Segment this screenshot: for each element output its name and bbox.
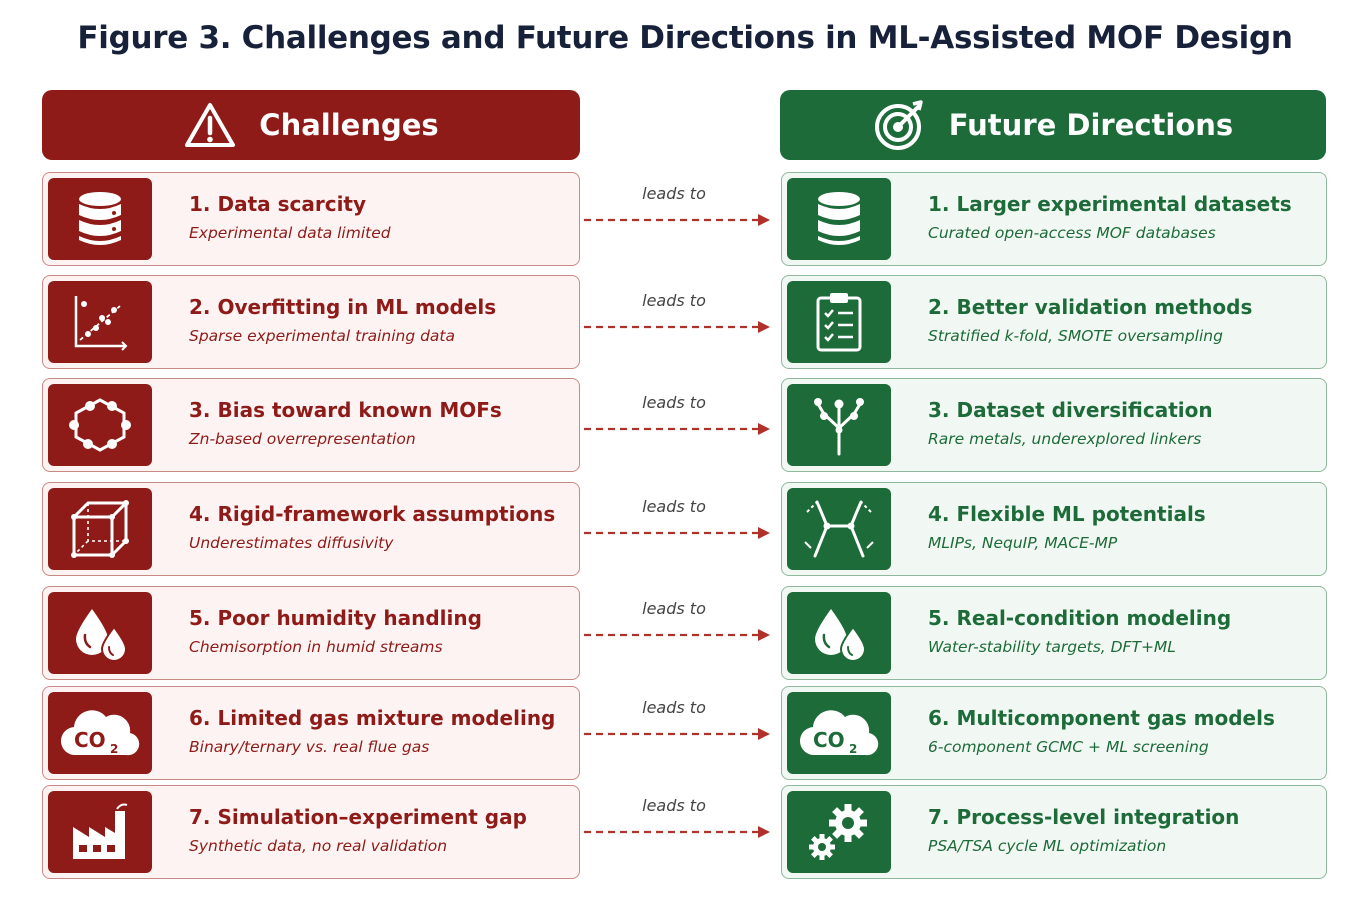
leads-to-label: leads to <box>642 497 706 516</box>
dashed-arrow-icon <box>584 527 770 539</box>
challenge-title: 5. Poor humidity handling <box>189 606 482 630</box>
future-subtitle: PSA/TSA cycle ML optimization <box>928 837 1167 855</box>
water-drops-icon <box>787 592 891 674</box>
future-title: 1. Larger experimental datasets <box>928 192 1292 216</box>
warning-triangle-icon <box>183 98 237 152</box>
future-card-dataset-diversification: 3. Dataset diversification Rare metals, … <box>781 378 1327 472</box>
leads-to-label: leads to <box>642 599 706 618</box>
water-drops-icon <box>48 592 152 674</box>
challenge-subtitle: Binary/ternary vs. real flue gas <box>189 738 430 756</box>
co2-text: CO <box>813 728 845 752</box>
leads-to-connector: leads to <box>582 393 778 453</box>
leads-to-connector: leads to <box>582 497 778 557</box>
scatter-plot-icon <box>48 281 152 363</box>
branching-tree-icon <box>787 384 891 466</box>
challenge-card-overfitting: 2. Overfitting in ML models Sparse exper… <box>42 275 580 369</box>
dashed-arrow-icon <box>584 826 770 838</box>
future-card-process-integration: 7. Process-level integration PSA/TSA cyc… <box>781 785 1327 879</box>
challenges-header: Challenges <box>42 90 580 160</box>
challenge-card-rigid-framework: 4. Rigid-framework assumptions Underesti… <box>42 482 580 576</box>
challenge-subtitle: Sparse experimental training data <box>189 327 456 345</box>
challenge-title: 2. Overfitting in ML models <box>189 295 497 319</box>
database-icon <box>787 178 891 260</box>
co2-cloud-icon: CO 2 <box>787 692 891 774</box>
challenge-title: 4. Rigid-framework assumptions <box>189 502 556 526</box>
challenges-header-label: Challenges <box>259 108 439 142</box>
future-title: 5. Real-condition modeling <box>928 606 1232 630</box>
future-card-flexible-potentials: 4. Flexible ML potentials MLIPs, NequIP,… <box>781 482 1327 576</box>
future-subtitle: Curated open-access MOF databases <box>928 224 1216 242</box>
leads-to-label: leads to <box>642 393 706 412</box>
leads-to-connector: leads to <box>582 698 778 758</box>
dashed-arrow-icon <box>584 321 770 333</box>
leads-to-label: leads to <box>642 796 706 815</box>
database-icon <box>48 178 152 260</box>
future-subtitle: 6-component GCMC + ML screening <box>928 738 1209 756</box>
future-title: 2. Better validation methods <box>928 295 1253 319</box>
future-title: 6. Multicomponent gas models <box>928 706 1275 730</box>
challenge-title: 1. Data scarcity <box>189 192 367 216</box>
target-icon <box>873 98 927 152</box>
future-subtitle: Rare metals, underexplored linkers <box>928 430 1202 448</box>
molecule-ring-icon <box>48 384 152 466</box>
challenge-title: 3. Bias toward known MOFs <box>189 398 502 422</box>
challenge-card-humidity: 5. Poor humidity handling Chemisorption … <box>42 586 580 680</box>
co2-subscript: 2 <box>849 742 857 756</box>
leads-to-connector: leads to <box>582 291 778 351</box>
flexible-framework-icon <box>787 488 891 570</box>
future-directions-header-label: Future Directions <box>948 108 1234 142</box>
challenge-title: 7. Simulation–experiment gap <box>189 805 527 829</box>
future-card-multicomponent-gas: CO 2 6. Multicomponent gas models 6-comp… <box>781 686 1327 780</box>
challenge-card-data-scarcity: 1. Data scarcity Experimental data limit… <box>42 172 580 266</box>
future-subtitle: Water-stability targets, DFT+ML <box>928 638 1176 656</box>
challenge-subtitle: Underestimates diffusivity <box>189 534 394 552</box>
clipboard-checklist-icon <box>787 281 891 363</box>
figure-title: Figure 3. Challenges and Future Directio… <box>77 20 1293 56</box>
challenge-title: 6. Limited gas mixture modeling <box>189 706 556 730</box>
challenge-card-simulation-gap: 7. Simulation–experiment gap Synthetic d… <box>42 785 580 879</box>
co2-text: CO <box>74 728 106 752</box>
cube-icon <box>48 488 152 570</box>
dashed-arrow-icon <box>584 423 770 435</box>
future-subtitle: MLIPs, NequIP, MACE-MP <box>928 534 1118 552</box>
dashed-arrow-icon <box>584 629 770 641</box>
future-title: 4. Flexible ML potentials <box>928 502 1206 526</box>
challenge-card-gas-mixture: CO 2 6. Limited gas mixture modeling Bin… <box>42 686 580 780</box>
leads-to-label: leads to <box>642 184 706 203</box>
future-title: 3. Dataset diversification <box>928 398 1213 422</box>
dashed-arrow-icon <box>584 214 770 226</box>
leads-to-connector: leads to <box>582 796 778 856</box>
leads-to-connector: leads to <box>582 599 778 659</box>
leads-to-label: leads to <box>642 698 706 717</box>
challenge-subtitle: Chemisorption in humid streams <box>189 638 443 656</box>
future-directions-header: Future Directions <box>780 90 1326 160</box>
future-title: 7. Process-level integration <box>928 805 1240 829</box>
future-card-larger-datasets: 1. Larger experimental datasets Curated … <box>781 172 1327 266</box>
challenge-subtitle: Zn-based overrepresentation <box>189 430 416 448</box>
challenge-subtitle: Experimental data limited <box>189 224 391 242</box>
gears-icon <box>787 791 891 873</box>
factory-icon <box>48 791 152 873</box>
leads-to-label: leads to <box>642 291 706 310</box>
challenge-subtitle: Synthetic data, no real validation <box>189 837 448 855</box>
leads-to-connector: leads to <box>582 184 778 244</box>
future-subtitle: Stratified k-fold, SMOTE oversampling <box>928 327 1223 345</box>
co2-cloud-icon: CO 2 <box>48 692 152 774</box>
challenge-card-bias: 3. Bias toward known MOFs Zn-based overr… <box>42 378 580 472</box>
dashed-arrow-icon <box>584 728 770 740</box>
future-card-real-condition: 5. Real-condition modeling Water-stabili… <box>781 586 1327 680</box>
co2-subscript: 2 <box>110 742 118 756</box>
future-card-validation-methods: 2. Better validation methods Stratified … <box>781 275 1327 369</box>
